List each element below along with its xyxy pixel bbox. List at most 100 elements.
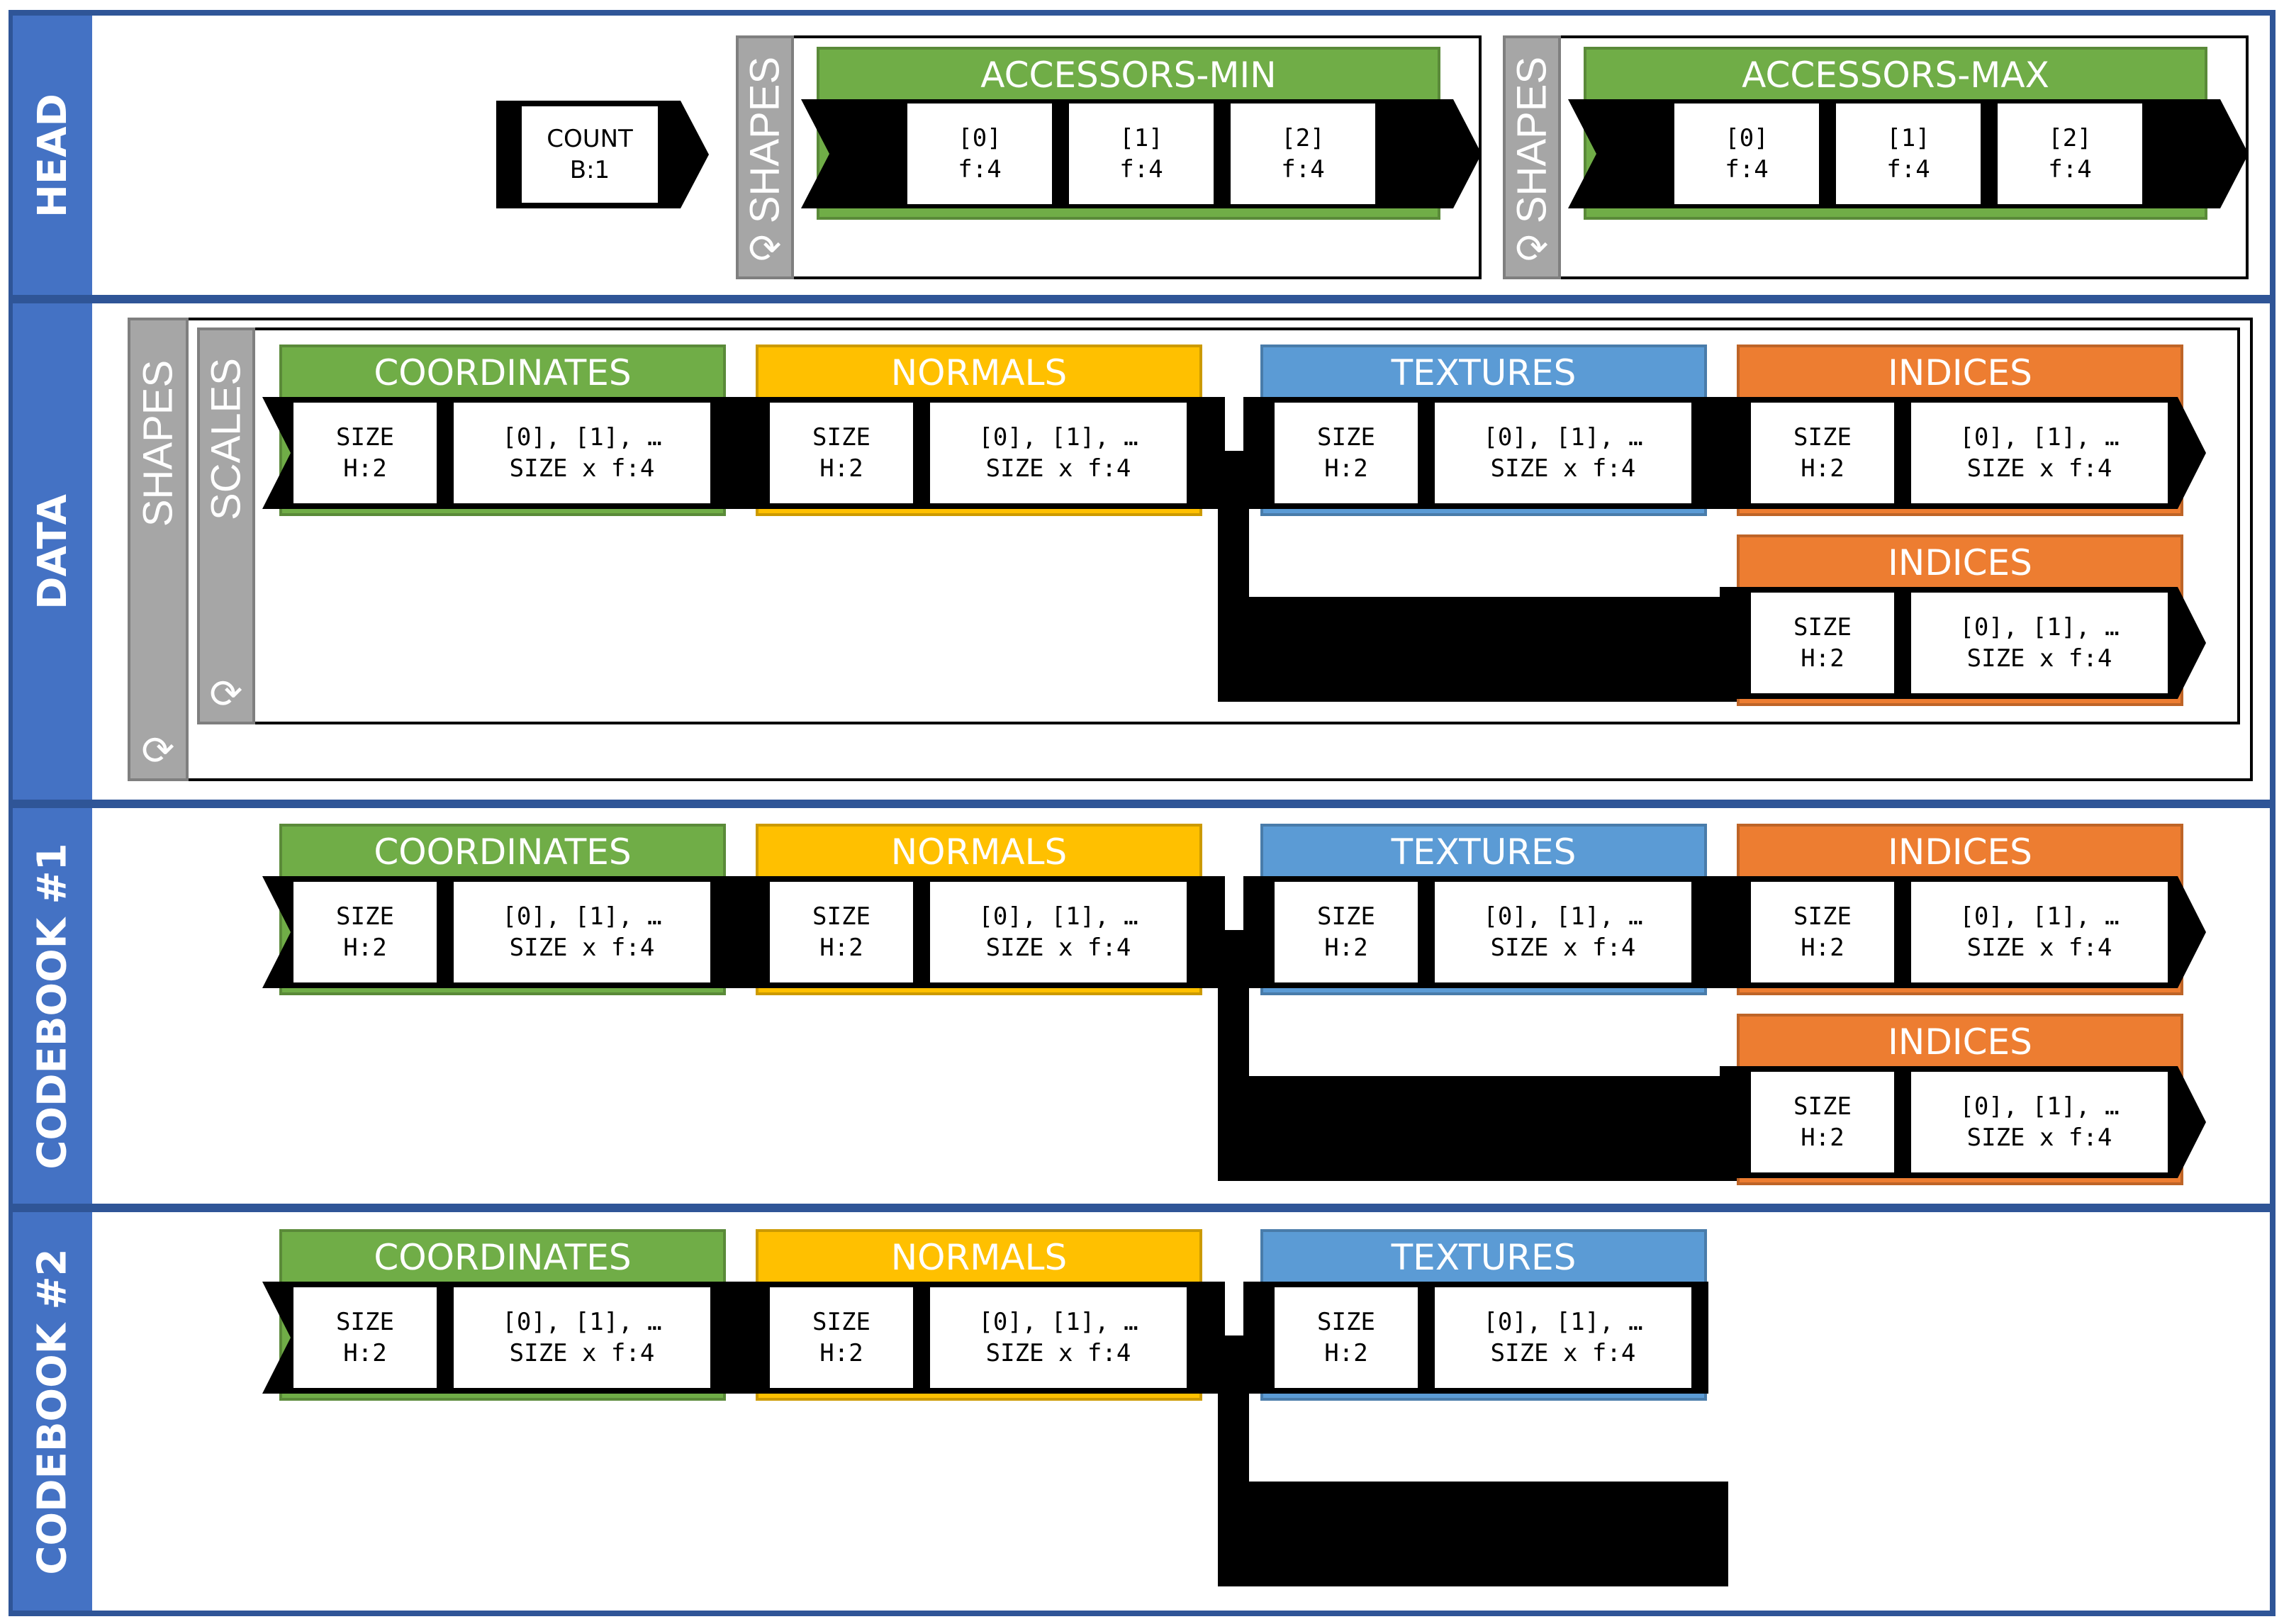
data-indices-2-values-line2: SIZE x f:4 <box>1966 644 2112 673</box>
data-normals-size-line2: H:2 <box>819 454 863 483</box>
codebook-2-normals-values-line1: [0], [1], … <box>978 1308 1138 1336</box>
refresh-icon: ⟳ <box>1515 226 1549 272</box>
accessors-min-bar-title: ACCESSORS-MIN <box>980 55 1277 96</box>
accessors-max-cell-2-line1: [2] <box>2048 124 2092 152</box>
codebook-1-coordinates-values: [0], [1], …SIZE x f:4 <box>451 879 713 985</box>
codebook-1-indices-values-line2: SIZE x f:4 <box>1966 934 2112 962</box>
codebook-2-textures-size-line2: H:2 <box>1324 1339 1368 1367</box>
accessors-min-cell-2-line1: [2] <box>1281 124 1325 152</box>
data-label-text: DATA <box>29 493 76 610</box>
codebook-2-textures-values-line1: [0], [1], … <box>1483 1308 1643 1336</box>
accessors-min-cell-0-line2: f:4 <box>958 155 1002 184</box>
data-indices-2-bar-title: INDICES <box>1888 542 2032 583</box>
head-label: HEAD <box>13 16 92 295</box>
codebook-1-indices-2-bar-title: INDICES <box>1888 1021 2032 1063</box>
accessors-min-cell-2-line2: f:4 <box>1281 155 1325 184</box>
codebook-1-normals-values-line2: SIZE x f:4 <box>985 934 1131 962</box>
accessors-max-cell-0-line2: f:4 <box>1725 155 1769 184</box>
codebook-2-coordinates-size-line1: SIZE <box>336 1308 394 1336</box>
codebook-1-branch-horizontal <box>1218 1076 1757 1181</box>
codebook-1-textures-bar-title: TEXTURES <box>1391 831 1577 873</box>
data-normals-values-line1: [0], [1], … <box>978 423 1138 452</box>
codebook-2-coordinates-values-line1: [0], [1], … <box>502 1308 662 1336</box>
codebook-1-indices-size-line2: H:2 <box>1801 934 1844 962</box>
codebook-2-textures-size-line1: SIZE <box>1317 1308 1375 1336</box>
accessors-max-shapes-bar: SHAPES⟳ <box>1503 35 1561 279</box>
accessors-max-cell-2-line2: f:4 <box>2048 155 2092 184</box>
codebook-1-indices-2-values-line1: [0], [1], … <box>1959 1092 2120 1121</box>
data-indices-2-size-line1: SIZE <box>1793 613 1852 642</box>
data-coordinates-size-line1: SIZE <box>336 423 394 452</box>
data-normals-values: [0], [1], …SIZE x f:4 <box>927 400 1189 506</box>
codebook-2-coordinates-values: [0], [1], … SIZE x f:4 <box>451 1284 713 1391</box>
accessors-max-cell-1-line2: f:4 <box>1886 155 1930 184</box>
codebook-1-textures-size-line1: SIZE <box>1317 902 1375 931</box>
accessors-min-shapes-bar-label: SHAPES <box>741 56 788 224</box>
codebook-1-coordinates-size-line1: SIZE <box>336 902 394 931</box>
accessors-min-cell-0: [0]f:4 <box>905 101 1055 207</box>
codebook-2-label-text: CODEBOOK #2 <box>29 1248 76 1575</box>
codebook-1-indices-size: SIZE H:2 <box>1748 879 1897 985</box>
codebook-1-normals-size-line1: SIZE <box>812 902 871 931</box>
codebook-1-indices-2-size-line1: SIZE <box>1793 1092 1852 1121</box>
codebook-2-textures-bar-title: TEXTURES <box>1391 1237 1577 1278</box>
codebook-2-textures-size: SIZE H:2 <box>1272 1284 1421 1391</box>
codebook-2-textures-values: [0], [1], …SIZE x f:4 <box>1432 1284 1694 1391</box>
data-scales-bar-label: SCALES <box>203 358 250 520</box>
codebook-2-coordinates-bar-title: COORDINATES <box>374 1237 632 1278</box>
refresh-icon: ⟳ <box>209 671 243 717</box>
data-indices-size-line1: SIZE <box>1793 423 1852 452</box>
data-indices-size-line2: H:2 <box>1801 454 1844 483</box>
codebook-1-indices-size-line1: SIZE <box>1793 902 1852 931</box>
codebook-1-normals-values: [0], [1], …SIZE x f:4 <box>927 879 1189 985</box>
data-coordinates-bar-title: COORDINATES <box>374 352 632 393</box>
data-indices-values: [0], [1], …SIZE x f:4 <box>1908 400 2171 506</box>
codebook-1-indices-bar-title: INDICES <box>1888 831 2032 873</box>
accessors-min-cell-1-line1: [1] <box>1119 124 1163 152</box>
accessors-min-cell-2: [2]f:4 <box>1228 101 1378 207</box>
codebook-2-coordinates-values-line2: SIZE x f:4 <box>509 1339 655 1367</box>
codebook-1-indices-values-line1: [0], [1], … <box>1959 902 2120 931</box>
data-textures-values-line1: [0], [1], … <box>1483 423 1643 452</box>
data-indices-values-line1: [0], [1], … <box>1959 423 2120 452</box>
codebook-2-label: CODEBOOK #2 <box>13 1212 92 1611</box>
codebook-1-textures-values-line1: [0], [1], … <box>1483 902 1643 931</box>
codebook-1-textures-size: SIZE H:2 <box>1272 879 1421 985</box>
data-indices-2-values-line1: [0], [1], … <box>1959 613 2120 642</box>
codebook-2-branch-horizontal <box>1218 1482 1728 1586</box>
data-normals-bar-title: NORMALS <box>890 352 1068 393</box>
accessors-max-cell-1: [1]f:4 <box>1833 101 1983 207</box>
codebook-1-indices-2-values: [0], [1], … SIZE x f:4 <box>1908 1069 2171 1175</box>
accessors-max-cell-0-line1: [0] <box>1725 124 1769 152</box>
data-indices-2-values: [0], [1], …SIZE x f:4 <box>1908 590 2171 696</box>
accessors-max-cell-1-line1: [1] <box>1886 124 1930 152</box>
refresh-icon: ⟳ <box>748 226 782 272</box>
accessors-max-bar-title: ACCESSORS-MAX <box>1742 55 2049 96</box>
codebook-2-normals-bar-title: NORMALS <box>890 1237 1068 1278</box>
codebook-1-label-text: CODEBOOK #1 <box>29 842 76 1170</box>
codebook-1-indices-2-values-line2: SIZE x f:4 <box>1966 1124 2112 1152</box>
codebook-1-textures-size-line2: H:2 <box>1324 934 1368 962</box>
data-textures-values-line2: SIZE x f:4 <box>1490 454 1636 483</box>
data-label: DATA <box>13 303 92 800</box>
codebook-1-coordinates-values-line1: [0], [1], … <box>502 902 662 931</box>
accessors-min-cell-0-line1: [0] <box>958 124 1002 152</box>
data-normals-size-line1: SIZE <box>812 423 871 452</box>
count-box-line1: COUNT <box>547 125 633 153</box>
data-coordinates-values-line2: SIZE x f:4 <box>509 454 655 483</box>
data-textures-bar-title: TEXTURES <box>1391 352 1577 393</box>
data-shapes-bar: SHAPES⟳ <box>128 318 189 781</box>
accessors-min-shapes-bar: SHAPES⟳ <box>736 35 794 279</box>
codebook-2-normals-size-line2: H:2 <box>819 1339 863 1367</box>
codebook-1-indices-values: [0], [1], … SIZE x f:4 <box>1908 879 2171 985</box>
codebook-1-textures-values: [0], [1], …SIZE x f:4 <box>1432 879 1694 985</box>
